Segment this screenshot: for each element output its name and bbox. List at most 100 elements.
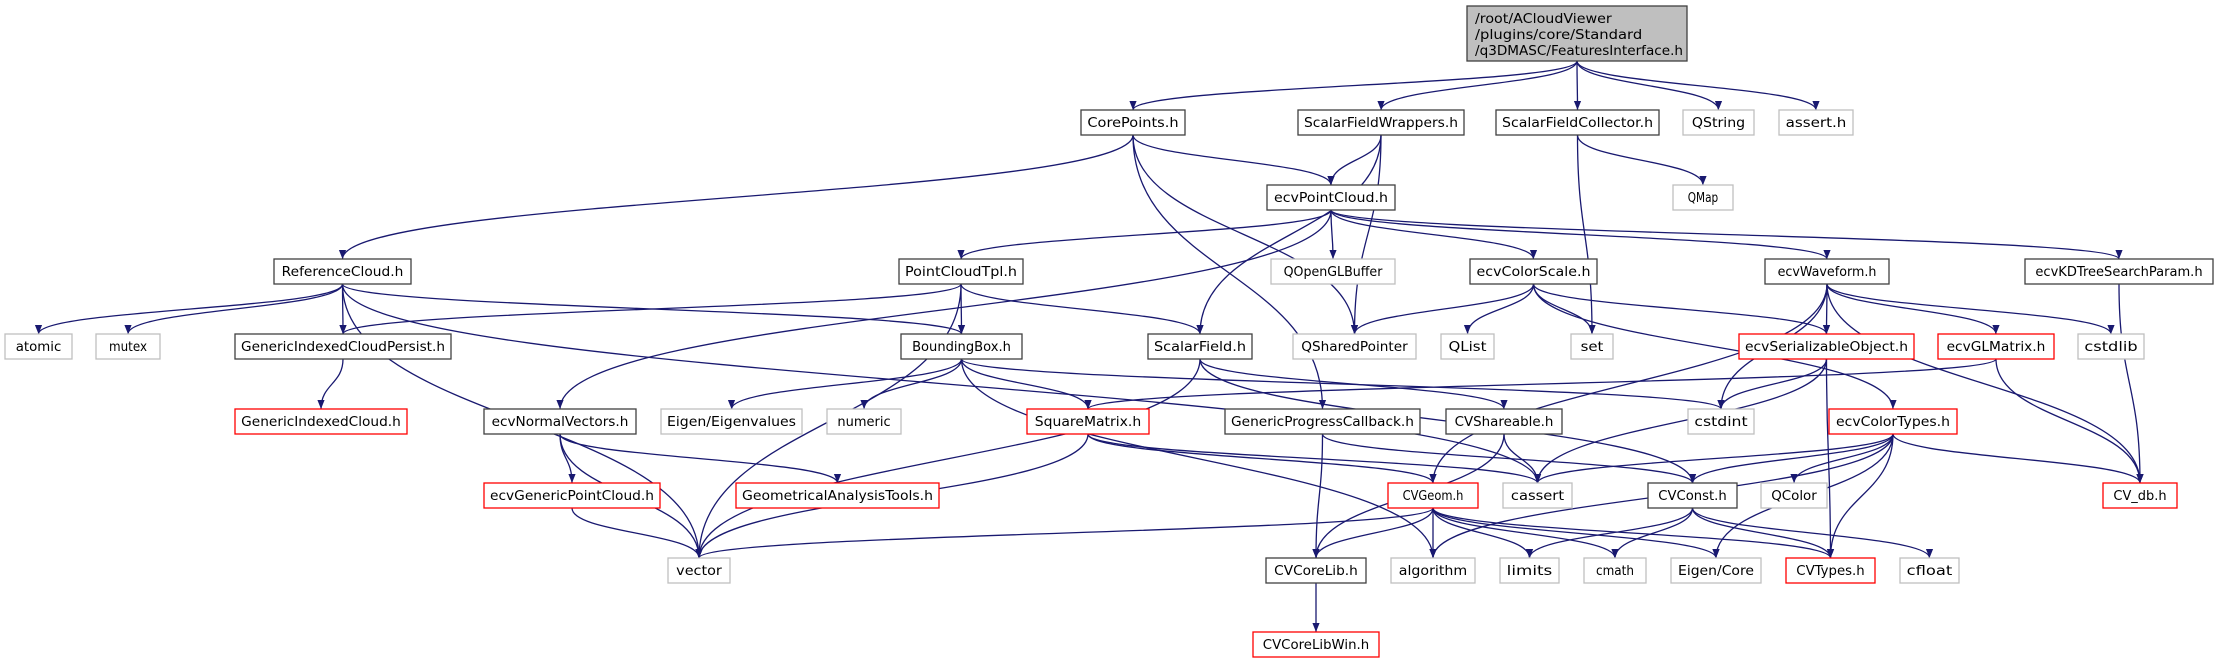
node-box xyxy=(1270,258,1396,285)
node-ecvserializableobject[interactable]: ecvSerializableObject.h xyxy=(1738,333,1915,360)
node-cvcorelib[interactable]: CVCoreLib.h xyxy=(1265,557,1367,584)
node-box xyxy=(1224,408,1421,435)
node-geometricalanalysistools[interactable]: GeometricalAnalysisTools.h xyxy=(735,482,940,509)
node-cvgeom[interactable]: CVGeom.h xyxy=(1387,482,1479,509)
edge-ecvpointcloud-to-ecvcolorscale xyxy=(1330,209,1538,260)
node-assert: assert.h xyxy=(1778,109,1854,136)
node-label: QColor xyxy=(1771,488,1817,504)
node-boundingbox[interactable]: BoundingBox.h xyxy=(900,333,1023,360)
edge-ecvserializableobject-to-cassert xyxy=(1533,358,1828,484)
node-ecvpointcloud[interactable]: ecvPointCloud.h xyxy=(1266,184,1396,211)
edge-ecvglmatrix-to-cv-db xyxy=(1995,358,2144,484)
node-scalarfieldcollector[interactable]: ScalarFieldCollector.h xyxy=(1495,109,1660,136)
node-label: ecvNormalVectors.h xyxy=(492,414,629,430)
node-label: vector xyxy=(676,563,722,579)
node-label: ecvPointCloud.h xyxy=(1274,190,1388,206)
node-label: CVConst.h xyxy=(1658,488,1726,504)
node-cv-db[interactable]: CV_db.h xyxy=(2102,482,2178,509)
node-box xyxy=(483,482,661,509)
node-cvshareable[interactable]: CVShareable.h xyxy=(1445,408,1563,435)
node-genericprogresscallback[interactable]: GenericProgressCallback.h xyxy=(1224,408,1421,435)
node-qopenglbuffer: QOpenGLBuffer xyxy=(1270,258,1396,285)
node-box xyxy=(273,258,412,285)
node-box xyxy=(1647,482,1738,509)
node-label: GenericProgressCallback.h xyxy=(1231,414,1414,430)
edge-ecvpointcloud-to-pointcloudtpl xyxy=(957,209,1332,260)
node-ecvkdtreesearchparam[interactable]: ecvKDTreeSearchParam.h xyxy=(2024,258,2214,285)
node-box xyxy=(1440,333,1495,360)
node-box xyxy=(1583,557,1647,584)
node-box xyxy=(1445,408,1563,435)
node-cvcorelibwin[interactable]: CVCoreLibWin.h xyxy=(1252,631,1380,658)
node-box xyxy=(1147,333,1253,360)
node-box xyxy=(234,408,408,435)
node-label: GenericIndexedCloudPersist.h xyxy=(241,339,445,355)
node-label: /plugins/core/Standard xyxy=(1475,27,1642,43)
node-qlist: QList xyxy=(1440,333,1495,360)
edge-ecvwaveform-to-cv-db xyxy=(1826,283,2144,484)
node-label: cstdlib xyxy=(2084,339,2137,355)
node-box xyxy=(667,557,731,584)
node-label: CVShareable.h xyxy=(1455,414,1554,430)
edge-boundingbox-to-cstdint xyxy=(960,358,1725,410)
node-box xyxy=(1080,109,1186,136)
node-label: /q3DMASC/FeaturesInterface.h xyxy=(1475,43,1683,59)
node-ecvcolortypes[interactable]: ecvColorTypes.h xyxy=(1828,408,1958,435)
node-ecvcolorscale[interactable]: ecvColorScale.h xyxy=(1469,258,1598,285)
node-box xyxy=(1764,258,1890,285)
edge-cvgeom-to-eigencore xyxy=(1432,507,1720,559)
edge-ecvnormalvectors-to-geometricalanalysistools xyxy=(559,433,841,484)
edge-cvconst-to-cvtypes xyxy=(1691,507,1835,559)
node-genericindexedcloud[interactable]: GenericIndexedCloud.h xyxy=(234,408,408,435)
node-genericindexedcloudpersist[interactable]: GenericIndexedCloudPersist.h xyxy=(234,333,452,360)
node-root[interactable]: /root/ACloudViewer/plugins/core/Standard… xyxy=(1466,5,1688,62)
node-label: ScalarFieldCollector.h xyxy=(1502,115,1653,131)
node-eigencore: Eigen/Core xyxy=(1670,557,1762,584)
node-box xyxy=(1738,333,1915,360)
node-scalarfield[interactable]: ScalarField.h xyxy=(1147,333,1253,360)
edge-root-to-scalarfieldwrappers xyxy=(1377,60,1578,111)
node-label: numeric xyxy=(837,414,890,430)
node-ecvwaveform[interactable]: ecvWaveform.h xyxy=(1764,258,1890,285)
node-label: QSharedPointer xyxy=(1301,339,1408,355)
node-vector: vector xyxy=(667,557,731,584)
edge-corepoints-to-referencecloud xyxy=(339,134,1134,260)
node-label: Eigen/Core xyxy=(1678,563,1754,579)
node-scalarfieldwrappers[interactable]: ScalarFieldWrappers.h xyxy=(1297,109,1465,136)
node-corepoints[interactable]: CorePoints.h xyxy=(1080,109,1186,136)
node-label: CVGeom.h xyxy=(1403,488,1464,504)
edge-cvgeom-to-vector xyxy=(695,507,1434,559)
node-algorithm: algorithm xyxy=(1390,557,1476,584)
node-cvconst[interactable]: CVConst.h xyxy=(1647,482,1738,509)
node-label: cstdint xyxy=(1694,414,1747,430)
node-ecvglmatrix[interactable]: ecvGLMatrix.h xyxy=(1937,333,2055,360)
edge-scalarfield-to-vector xyxy=(695,358,1201,559)
node-box xyxy=(826,408,902,435)
node-box xyxy=(1292,333,1417,360)
edge-ecvserializableobject-to-cvtypes xyxy=(1825,358,1835,559)
node-referencecloud[interactable]: ReferenceCloud.h xyxy=(273,258,412,285)
node-cvtypes[interactable]: CVTypes.h xyxy=(1785,557,1876,584)
node-ecvgenericpointcloud[interactable]: ecvGenericPointCloud.h xyxy=(483,482,661,509)
node-ecvnormalvectors[interactable]: ecvNormalVectors.h xyxy=(483,408,637,435)
node-cmath: cmath xyxy=(1583,557,1647,584)
edge-ecvgenericpointcloud-to-vector xyxy=(571,507,703,559)
node-label: SquareMatrix.h xyxy=(1035,414,1141,430)
edge-pointcloudtpl-to-genericindexedcloudpersist xyxy=(339,283,962,335)
node-pointcloudtpl[interactable]: PointCloudTpl.h xyxy=(898,258,1024,285)
node-label: CV_db.h xyxy=(2113,488,2166,504)
node-box xyxy=(660,408,803,435)
node-eigeneigenvalues: Eigen/Eigenvalues xyxy=(660,408,803,435)
edge-boundingbox-to-eigeneigenvalues xyxy=(727,358,963,410)
node-squarematrix[interactable]: SquareMatrix.h xyxy=(1026,408,1150,435)
edge-scalarfieldwrappers-to-scalarfield xyxy=(1196,134,1382,335)
edge-root-to-assert xyxy=(1576,60,1820,111)
node-box xyxy=(898,258,1024,285)
node-numeric: numeric xyxy=(826,408,902,435)
edge-cvgeom-to-cmath xyxy=(1432,507,1619,559)
node-box xyxy=(1495,109,1660,136)
node-label: set xyxy=(1581,339,1604,355)
edge-referencecloud-to-atomic xyxy=(35,283,344,335)
edge-referencecloud-to-cassert xyxy=(341,283,1541,484)
node-mutex: mutex xyxy=(95,333,161,360)
